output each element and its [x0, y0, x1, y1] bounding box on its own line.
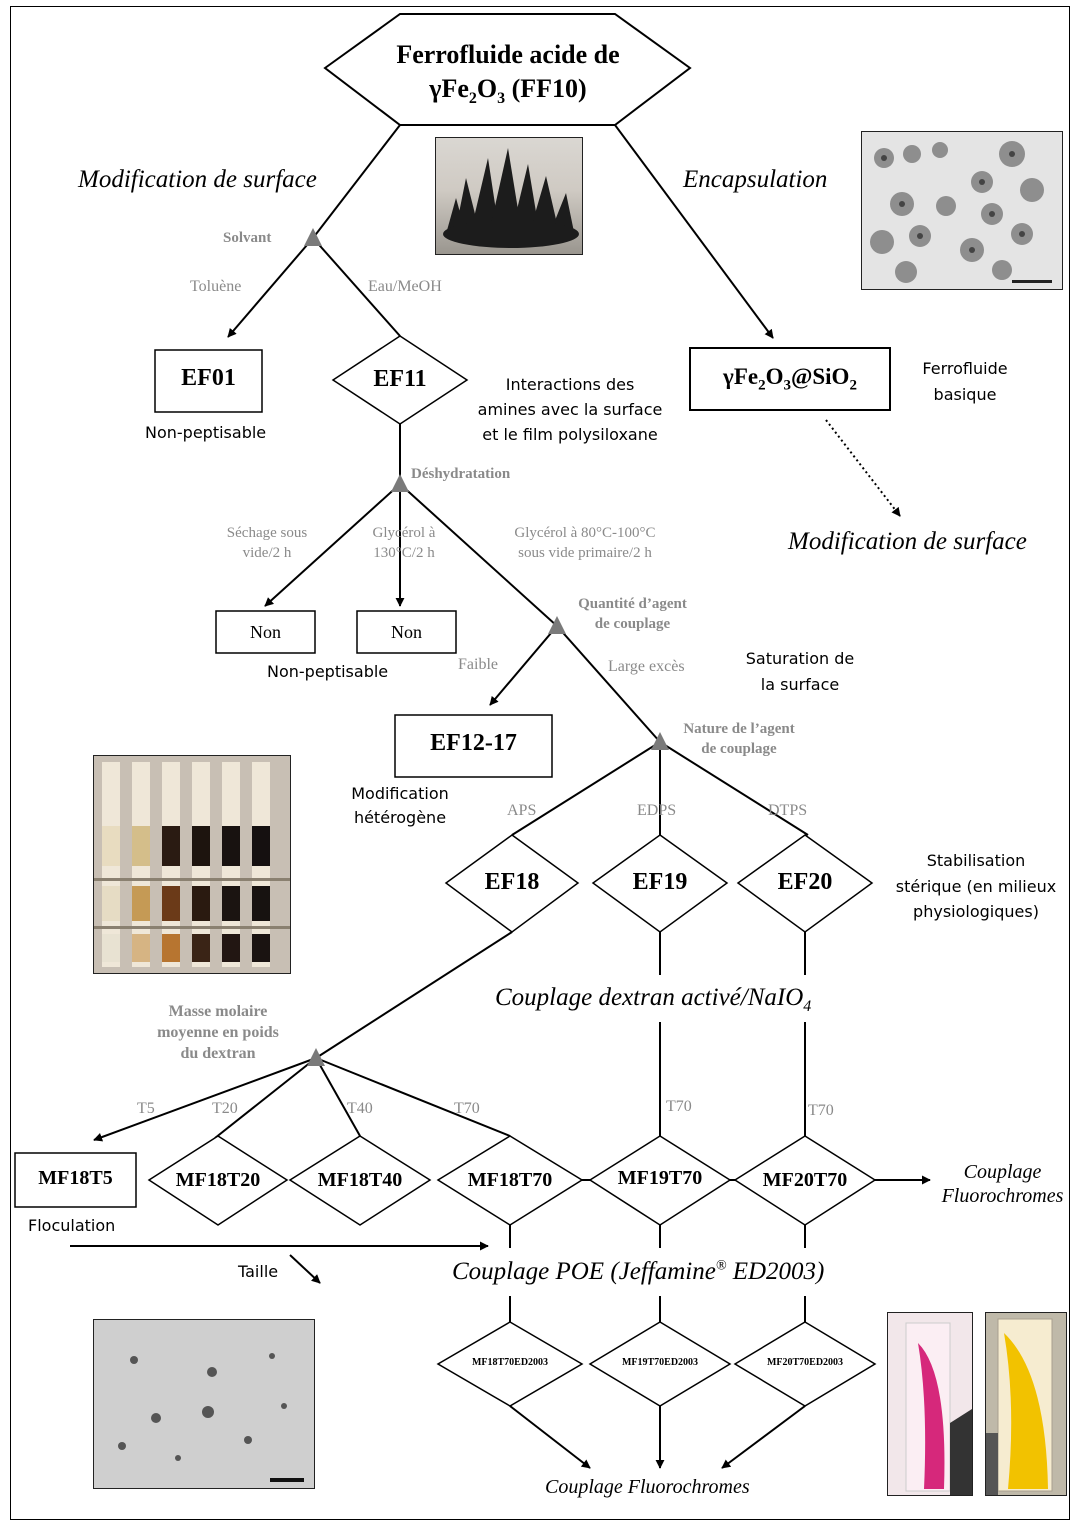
title-line2: γFe2O3 (FF10) [429, 73, 587, 107]
eau-meoh-label: Eau/MeOH [368, 278, 442, 295]
mf18t40-diamond [288, 1135, 432, 1226]
ed2003-c-diamond [733, 1321, 877, 1407]
mf18t5-box [14, 1152, 137, 1208]
non-label-1: Non [250, 622, 281, 642]
dtps-label: DTPS [768, 802, 808, 819]
ed2003-a-diamond [436, 1321, 584, 1407]
t70-label-b: T70 [666, 1098, 692, 1115]
title-line1: Ferrofluide acide de [396, 40, 620, 69]
silica-next-label: Modification de surface [788, 528, 1027, 555]
mf20t70-diamond [733, 1135, 877, 1226]
silica-box [689, 347, 891, 411]
branch-right-label: Encapsulation [683, 166, 828, 193]
ef01-label: EF01 [181, 365, 236, 391]
taille-note: Taille [238, 1262, 279, 1281]
solvant-node [304, 228, 322, 246]
ef11-diamond [331, 335, 469, 425]
ed2003-b-label: MF19T70ED2003 [621, 1357, 699, 1368]
deshydratation-node [391, 474, 409, 492]
deshydratation-label: Déshydratation [411, 466, 511, 482]
ef01-box [154, 349, 263, 413]
branch-left-label: Modification de surface [78, 166, 317, 193]
mf18t40-label: MF18T40 [317, 1169, 403, 1191]
ef19-label: EF19 [632, 869, 688, 895]
toluene-label: Toluène [190, 278, 242, 295]
faible-label: Faible [458, 656, 498, 673]
quantite-node [548, 616, 566, 634]
masse-node [307, 1048, 325, 1066]
yellow-cuvette-photo [985, 1312, 1067, 1496]
pink-cuvette-photo [887, 1312, 973, 1496]
dextran-coupling-label: Couplage dextran activé/NaIO4 [495, 984, 812, 1015]
mf19t70-diamond [588, 1135, 732, 1226]
poe-coupling-label: Couplage POE (Jeffamine® ED2003) [452, 1258, 825, 1285]
ef1217-label: EF12-17 [430, 730, 517, 756]
solvant-label: Solvant [223, 230, 272, 246]
aps-label: APS [507, 802, 537, 819]
mf18t20-label: MF18T20 [175, 1169, 261, 1191]
mf18t5-label: MF18T5 [38, 1167, 113, 1189]
flocculation-tem-photo [93, 1319, 315, 1489]
flocculation-note: Floculation [28, 1216, 116, 1235]
ef19-diamond [591, 834, 729, 933]
edps-label: EDPS [637, 802, 677, 819]
non-box-2 [356, 610, 457, 654]
ef18-diamond [444, 834, 580, 933]
silica-label: γFe2O3@SiO2 [723, 364, 857, 394]
encapsulation-tem-photo [861, 131, 1063, 290]
ferrofluid-spikes-photo [435, 137, 583, 255]
t70-label-a: T70 [454, 1100, 480, 1117]
ef11-label: EF11 [373, 366, 427, 392]
mf18t70-diamond [436, 1135, 584, 1226]
mf19t70-label: MF19T70 [617, 1167, 703, 1189]
mf20t70-label: MF20T70 [762, 1169, 848, 1191]
title: Ferrofluide acide de γFe2O3 (FF10) [360, 38, 656, 110]
nature-node [651, 732, 669, 750]
mf18t20-diamond [147, 1135, 289, 1226]
ed2003-a-label: MF18T70ED2003 [471, 1357, 549, 1368]
ef20-diamond [736, 834, 874, 933]
ef1217-box [394, 714, 553, 778]
final-coupling-label: Couplage Fluorochromes [545, 1476, 750, 1498]
non-label-2: Non [391, 622, 422, 642]
large-exces-label: Large excès [608, 658, 685, 675]
t5-label: T5 [137, 1100, 155, 1117]
ef20-label: EF20 [777, 869, 833, 895]
ed2003-c-label: MF20T70ED2003 [766, 1357, 844, 1368]
tubes-photo [93, 755, 291, 974]
non-box-1 [215, 610, 316, 654]
diagram-frame [10, 6, 1070, 1520]
ed2003-b-diamond [588, 1321, 732, 1407]
non-peptisable-note: Non-peptisable [267, 662, 389, 681]
t20-label: T20 [212, 1100, 238, 1117]
t70-label-c: T70 [808, 1102, 834, 1119]
ef18-label: EF18 [484, 869, 540, 895]
mf18t70-label: MF18T70 [467, 1169, 553, 1191]
ef01-note: Non-peptisable [145, 423, 267, 442]
t40-label: T40 [347, 1100, 373, 1117]
